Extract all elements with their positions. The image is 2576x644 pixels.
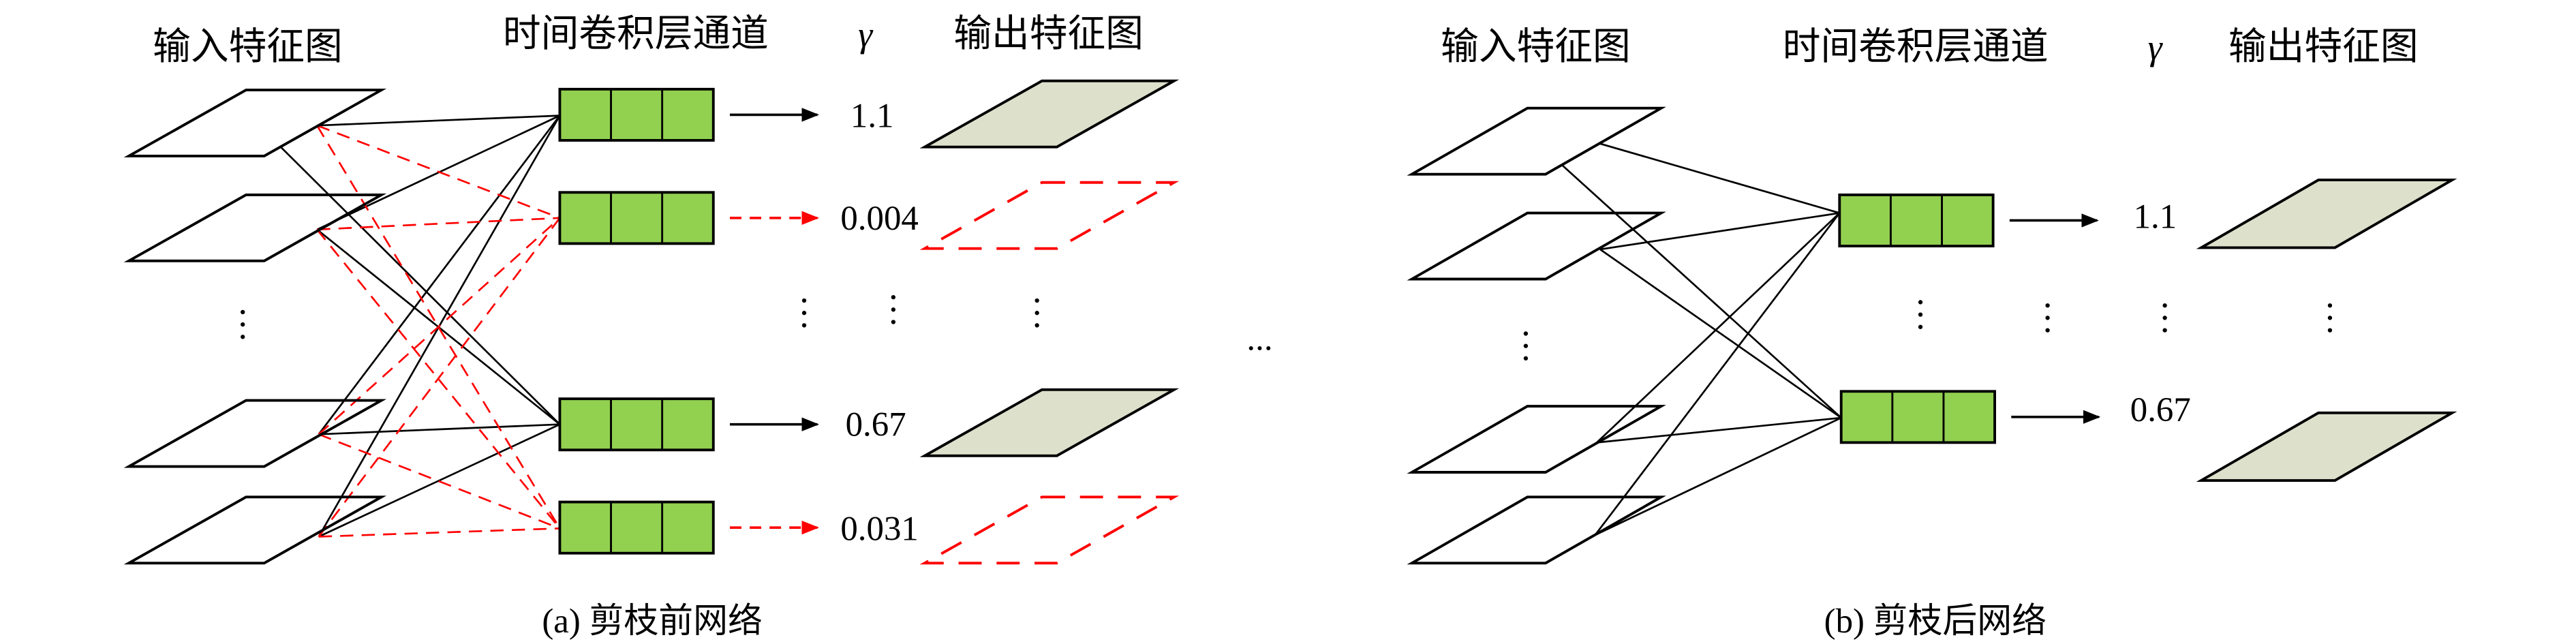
connection — [318, 114, 561, 435]
panel-a: 输入特征图 时间卷积层通道 γ 输出特征图 1.1 0.004 0.67 0.0… — [123, 13, 1180, 641]
vertical-ellipsis-dot — [1918, 312, 1923, 317]
header-temporal-conv-channels: 时间卷积层通道 — [503, 13, 769, 55]
channel-box — [558, 87, 715, 142]
shapes-a — [123, 79, 1180, 565]
output-feature-map — [919, 79, 1180, 149]
vertical-ellipsis-dot — [1034, 298, 1039, 303]
channel — [558, 397, 819, 452]
output-feature-map — [2196, 179, 2457, 249]
vertical-ellipsis-dot — [891, 295, 896, 300]
vertical-ellipsis-dot — [241, 335, 245, 339]
header-input-feature-maps: 输入特征图 — [153, 26, 343, 68]
input-feature-map — [1407, 211, 1666, 281]
pruned-connection — [317, 217, 560, 231]
vertical-ellipsis-dot — [1918, 324, 1923, 329]
vertical-ellipsis-dot — [241, 322, 245, 327]
vertical-ellipsis-dot — [1034, 323, 1039, 328]
output-feature-map — [2196, 411, 2457, 482]
vertical-ellipsis-dot — [2045, 316, 2050, 320]
connection — [1599, 212, 1840, 251]
connection — [279, 146, 561, 425]
pruned-channel — [558, 191, 819, 245]
connection — [1599, 142, 1840, 214]
pruned-connection — [318, 217, 561, 435]
channel — [558, 87, 819, 142]
pruned-connection — [318, 217, 561, 538]
gamma-value: 1.1 — [2134, 198, 2177, 236]
vertical-ellipsis-dot — [891, 320, 896, 324]
gamma-value: 0.031 — [840, 510, 918, 548]
caption-b: (b) 剪枝后网络 — [1824, 602, 2046, 641]
channel — [1838, 193, 2099, 247]
channel-box — [558, 191, 715, 245]
output-feature-map — [919, 388, 1180, 457]
vertical-ellipsis-dot — [1918, 300, 1923, 305]
header-gamma: γ — [858, 14, 874, 55]
connection — [1599, 248, 1842, 419]
input-feature-map — [123, 495, 387, 565]
vertical-ellipsis-dot — [2162, 303, 2167, 308]
vertical-ellipsis-dot — [2045, 328, 2050, 333]
header-output-feature-maps: 输出特征图 — [953, 13, 1144, 55]
pruned-connection — [318, 527, 560, 538]
pruned-connection — [316, 124, 560, 219]
gamma-value: 0.004 — [840, 200, 918, 238]
vertical-ellipsis-dot — [891, 307, 896, 312]
connections-b — [1561, 142, 1842, 536]
header-temporal-conv-channels: 时间卷积层通道 — [1783, 26, 2049, 68]
pruned-output-feature-map — [919, 495, 1180, 565]
vertical-ellipsis-dot — [2327, 303, 2333, 308]
input-feature-map — [1407, 106, 1666, 176]
input-feature-map — [1407, 495, 1666, 565]
gamma-value: 1.1 — [850, 97, 894, 136]
vertical-ellipsis-dot — [2162, 316, 2167, 320]
vertical-ellipsis-dot — [1523, 343, 1529, 348]
vertical-ellipsis-dot — [241, 309, 245, 315]
caption-a: (a) 剪枝前网络 — [542, 602, 763, 641]
vertical-ellipsis-dot — [801, 323, 807, 328]
input-feature-map — [123, 399, 387, 468]
connection — [318, 423, 560, 435]
channel-box — [1839, 390, 1997, 444]
input-feature-map — [123, 193, 387, 262]
connection — [1596, 416, 1841, 444]
ellipsis-between-panels: ... — [1246, 320, 1272, 358]
input-feature-map — [1407, 405, 1666, 474]
vertical-ellipsis-dot — [1523, 331, 1529, 336]
pruned-channel — [558, 500, 819, 555]
vertical-ellipsis-dot — [1523, 356, 1529, 361]
pruned-output-feature-map — [919, 181, 1180, 250]
connection — [1595, 416, 1842, 536]
gamma-value: 0.67 — [846, 406, 906, 444]
vertical-ellipsis-dot — [2162, 328, 2167, 333]
input-feature-map — [123, 89, 387, 157]
connection — [317, 114, 560, 127]
connection — [1561, 164, 1842, 419]
channel — [1839, 390, 2101, 444]
vertical-ellipsis-dot — [801, 298, 807, 303]
vertical-ellipsis-dot — [2327, 316, 2333, 320]
header-gamma: γ — [2148, 27, 2164, 67]
vertical-ellipsis-dot — [2045, 303, 2050, 308]
vertical-ellipsis-dot — [2327, 328, 2333, 333]
pruned-connection — [318, 433, 560, 530]
channel-box — [558, 397, 715, 452]
vertical-ellipsis-dot — [1034, 311, 1039, 316]
gamma-value: 0.67 — [2130, 391, 2191, 429]
header-input-feature-maps: 输入特征图 — [1441, 26, 1631, 68]
channel-box — [558, 500, 715, 555]
shapes-b — [1407, 106, 2457, 565]
panel-b: 输入特征图 时间卷积层通道 γ 输出特征图 1.1 0.67 (b) 剪枝后网络 — [1407, 26, 2457, 641]
vertical-ellipsis-dot — [801, 311, 807, 316]
header-output-feature-maps: 输出特征图 — [2228, 26, 2419, 68]
connections-a — [279, 114, 561, 538]
pruned-connection — [316, 125, 561, 530]
connection — [1594, 212, 1841, 536]
connection — [1596, 212, 1841, 444]
channel-box — [1838, 193, 1995, 247]
